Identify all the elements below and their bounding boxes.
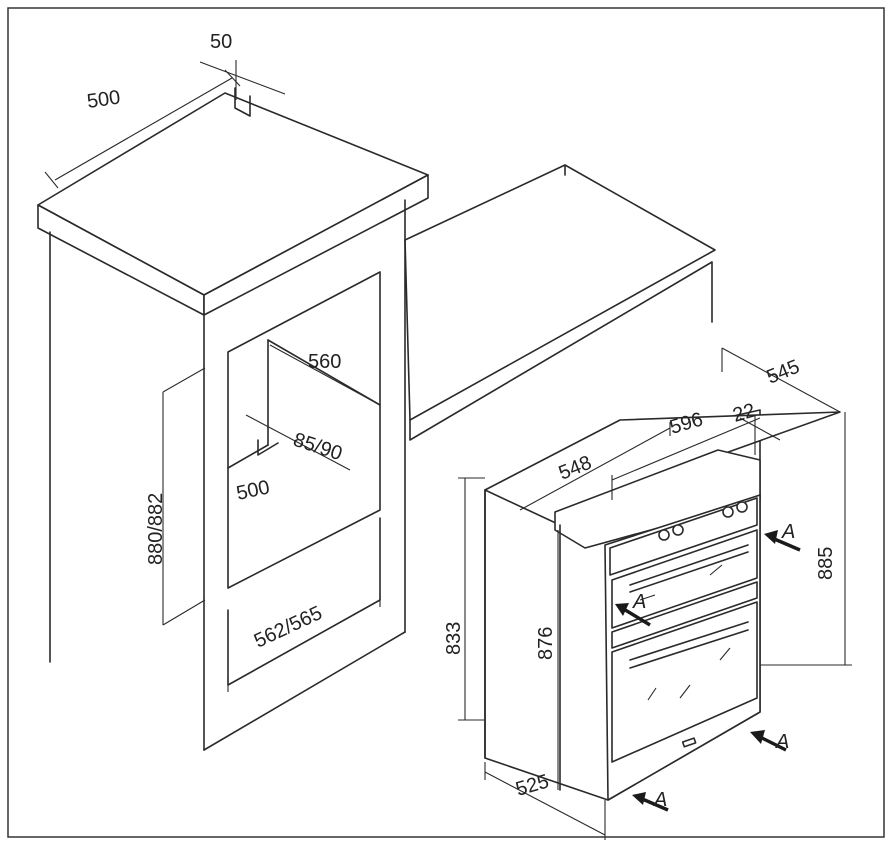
arrow-a4-icon bbox=[632, 792, 669, 812]
label-oven-height-body: 876 bbox=[535, 627, 557, 660]
arrow-a2-icon bbox=[615, 603, 651, 627]
airflow-arrows bbox=[615, 530, 801, 812]
label-oven-height-front: 833 bbox=[443, 622, 465, 655]
label-oven-depth: 545 bbox=[764, 356, 803, 389]
marker-a1: A bbox=[781, 521, 795, 543]
oven-dimension-lines bbox=[458, 347, 852, 840]
tall-cabinet bbox=[37, 87, 429, 751]
label-vent: 85/90 bbox=[290, 429, 344, 465]
label-niche-depth: 560 bbox=[308, 351, 341, 373]
label-oven-body-depth: 525 bbox=[513, 770, 551, 800]
frame-border bbox=[7, 7, 885, 838]
back-counter bbox=[404, 164, 716, 441]
label-counter-depth: 500 bbox=[86, 87, 122, 113]
label-oven-height-total: 885 bbox=[815, 547, 837, 580]
label-floor-depth: 500 bbox=[234, 476, 271, 504]
marker-a4: A bbox=[653, 789, 667, 811]
marker-a2: A bbox=[632, 591, 646, 613]
arrow-a1-icon bbox=[764, 530, 801, 552]
marker-a3: A bbox=[775, 731, 789, 753]
cabinet-dimension-lines bbox=[44, 60, 381, 692]
label-niche-height: 880/882 bbox=[145, 493, 167, 565]
arrow-a3-icon bbox=[750, 730, 787, 752]
label-back-gap: 50 bbox=[210, 31, 232, 53]
label-niche-width: 562/565 bbox=[251, 602, 326, 652]
